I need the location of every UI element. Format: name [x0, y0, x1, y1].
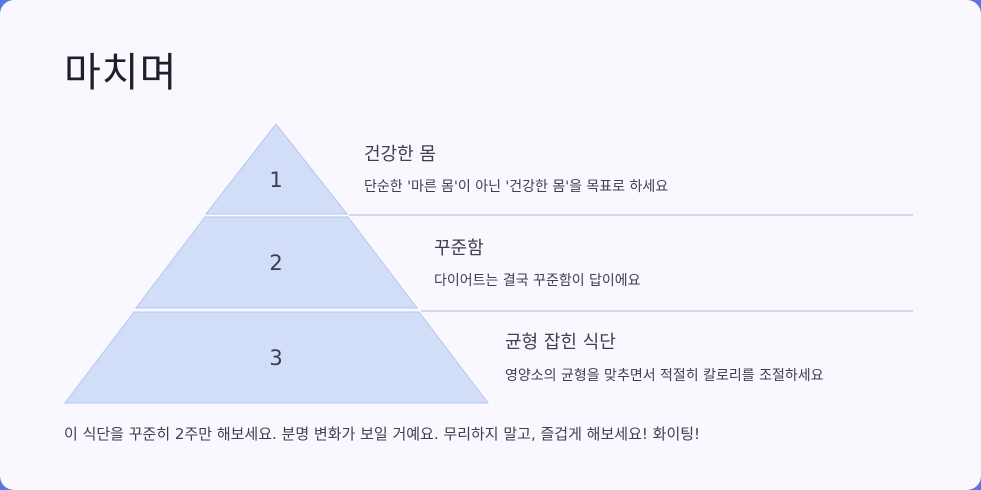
tier-1-heading: 건강한 몸 [364, 144, 436, 165]
tier-2-number: 2 [269, 251, 283, 275]
tier-1-separator [349, 214, 913, 216]
tier-3-number: 3 [269, 346, 283, 370]
pyramid-tier-3 [63, 311, 490, 404]
tier-1-number: 1 [269, 168, 283, 192]
tier-2-separator [421, 310, 913, 312]
pyramid-tier-1 [204, 123, 349, 215]
tier-3-heading: 균형 잡힌 식단 [505, 332, 616, 353]
tier-3-description: 영양소의 균형을 맞추면서 적절히 칼로리를 조절하세요 [505, 368, 824, 384]
slide-title: 마치며 [64, 50, 178, 96]
tier-2-heading: 꾸준함 [434, 238, 484, 259]
tier-2-description: 다이어트는 결국 꾸준함이 답이에요 [434, 273, 641, 289]
pyramid-tier-2 [134, 216, 419, 309]
closing-message: 이 식단을 꾸준히 2주만 해보세요. 분명 변화가 보일 거예요. 무리하지 … [64, 425, 701, 443]
tier-1-description: 단순한 '마른 몸'이 아닌 '건강한 몸'을 목표로 하세요 [364, 179, 669, 195]
